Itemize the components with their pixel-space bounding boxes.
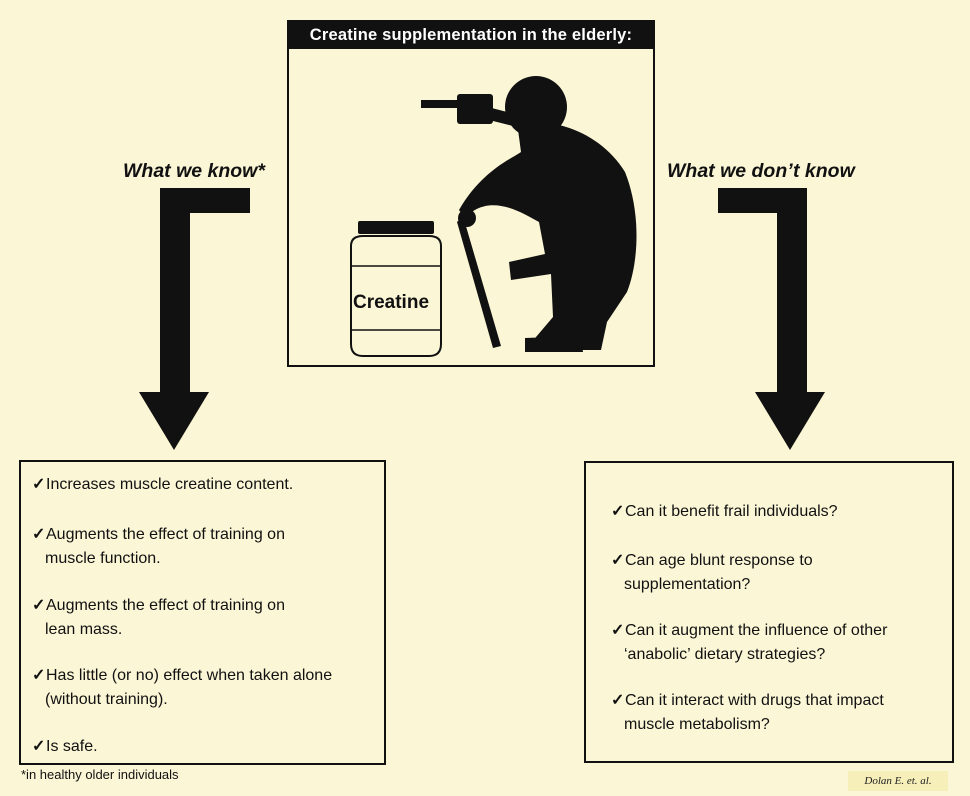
known-item-2: ✓Augments the effect of training on musc… [32, 523, 285, 571]
unknown-list-box: ✓Can it benefit frail individuals? ✓Can … [584, 461, 954, 763]
checkmark-icon: ✓ [611, 552, 625, 569]
checkmark-icon: ✓ [611, 622, 625, 639]
checkmark-icon: ✓ [32, 526, 46, 543]
panel-title: Creatine supplementation in the elderly: [289, 22, 653, 49]
known-list-box: ✓Increases muscle creatine content. ✓Aug… [19, 460, 386, 765]
person-body [459, 121, 637, 350]
unknown-item-2: ✓Can age blunt response to supplementati… [611, 549, 813, 597]
center-panel: Creatine supplementation in the elderly:… [287, 20, 655, 367]
footnote: *in healthy older individuals [21, 767, 179, 782]
checkmark-icon: ✓ [611, 692, 625, 709]
jar-label: Creatine [352, 292, 430, 313]
heading-what-we-dont-know: What we don’t know [667, 160, 855, 182]
jar-lid [358, 221, 434, 234]
citation-label: Dolan E. et. al. [848, 771, 948, 791]
elderly-figure-illustration [350, 76, 637, 357]
known-item-3: ✓Augments the effect of training on lean… [32, 594, 285, 642]
heading-what-we-know: What we know* [123, 160, 265, 182]
unknown-item-3: ✓Can it augment the influence of other ‘… [611, 619, 887, 667]
unknown-item-1: ✓Can it benefit frail individuals? [611, 500, 838, 524]
known-item-4: ✓Has little (or no) effect when taken al… [32, 664, 332, 712]
scoop-cup [457, 94, 493, 124]
known-item-1: ✓Increases muscle creatine content. [32, 473, 293, 497]
known-item-5: ✓Is safe. [32, 735, 98, 759]
checkmark-icon: ✓ [32, 597, 46, 614]
checkmark-icon: ✓ [32, 667, 46, 684]
cane-icon [457, 216, 501, 348]
unknown-item-4: ✓Can it interact with drugs that impact … [611, 689, 884, 737]
scoop-handle [421, 100, 459, 108]
checkmark-icon: ✓ [611, 503, 625, 520]
checkmark-icon: ✓ [32, 738, 46, 755]
left-arrow [139, 188, 250, 450]
checkmark-icon: ✓ [32, 476, 46, 493]
right-arrow [718, 188, 825, 450]
